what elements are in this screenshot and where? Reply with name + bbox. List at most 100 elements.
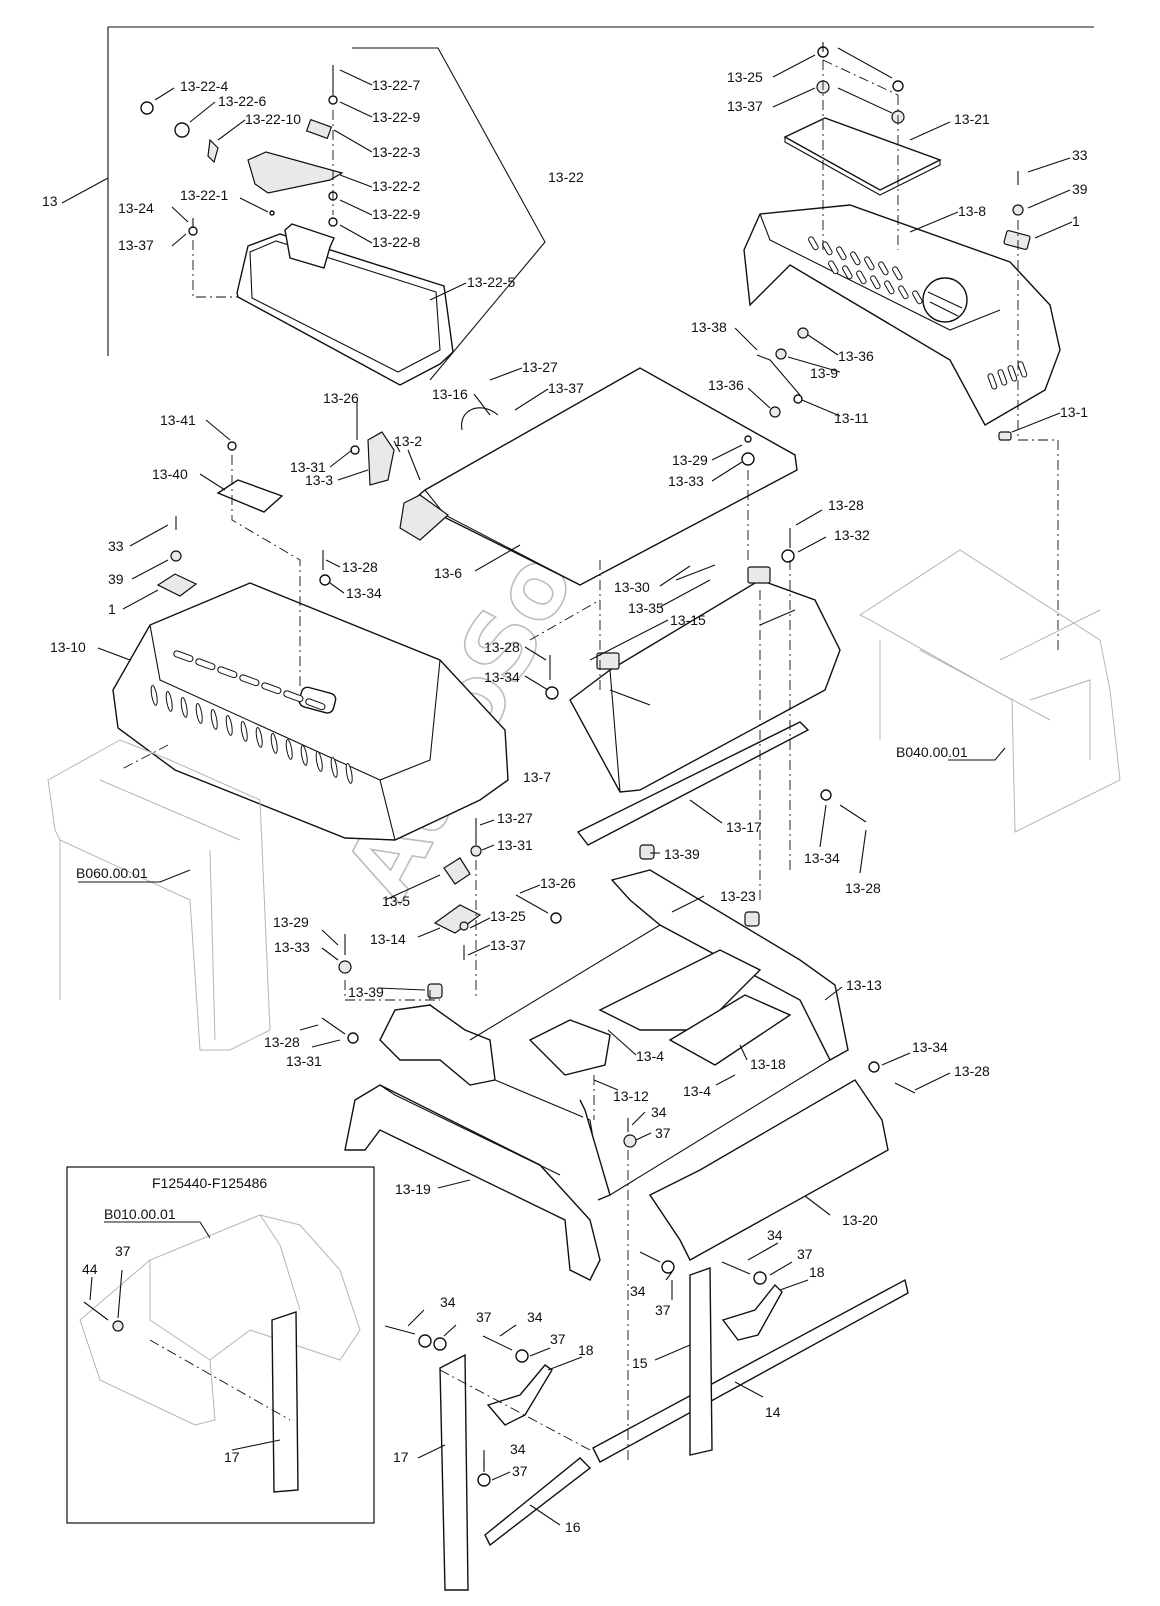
assembly-centerlines (119, 59, 1059, 1460)
vent-slot (240, 721, 248, 742)
callout-44: 44 (82, 1261, 98, 1277)
callout-13-37-a: 13-37 (118, 237, 154, 253)
callout-13-17: 13-17 (726, 819, 762, 835)
callout-13-22-7: 13-22-7 (372, 77, 420, 93)
callout-13-22-8: 13-22-8 (372, 234, 420, 250)
callout-13-24: 13-24 (118, 200, 154, 216)
callout-13-27-a: 13-27 (522, 359, 558, 375)
callout-37-b: 37 (115, 1243, 131, 1259)
part-13-17-bracket (576, 721, 810, 846)
callout-13-22-2: 13-22-2 (372, 178, 420, 194)
callout-13-21: 13-21 (954, 111, 990, 127)
parts-13-5-13-14 (319, 528, 916, 1148)
callout-labels: 13 13-22 13-22-1 13-22-2 13-22-3 13-22-4… (42, 69, 1088, 1535)
callout-13-11: 13-11 (834, 410, 869, 426)
callout-13: 13 (42, 193, 58, 209)
vent-slot (165, 691, 173, 712)
callout-13-10: 13-10 (50, 639, 86, 655)
callout-13-22-10: 13-22-10 (245, 111, 301, 127)
callout-13-4-a: 13-4 (636, 1048, 664, 1064)
callout-37-a: 37 (655, 1125, 671, 1141)
callout-34-e: 34 (527, 1309, 543, 1325)
vent-slot (997, 369, 1008, 386)
part-13-13-frame (379, 869, 849, 1201)
inset-box (66, 1166, 375, 1524)
callout-13-39-b: 13-39 (348, 984, 384, 1000)
callout-13-30: 13-30 (614, 579, 650, 595)
callout-13-31-b: 13-31 (497, 837, 533, 853)
frame-label-b060: B060.00.01 (76, 865, 148, 881)
callout-13-28-a: 13-28 (828, 497, 864, 513)
callout-13-33-a: 13-33 (668, 473, 704, 489)
vent-slot (808, 236, 819, 251)
vent-slot (255, 727, 263, 748)
callout-13-34-b: 13-34 (484, 669, 520, 685)
vent-slot (1017, 361, 1028, 378)
vent-slot (898, 285, 909, 300)
ghost-frame-b040 (858, 549, 1121, 833)
group-13-bracket (107, 26, 1094, 381)
callout-13-15: 13-15 (670, 612, 706, 628)
callout-13-28-d: 13-28 (845, 880, 881, 896)
part-13-21-plate (783, 42, 942, 196)
callout-13-22-4: 13-22-4 (180, 78, 228, 94)
callout-13-22: 13-22 (548, 169, 584, 185)
callout-13-36-a: 13-36 (838, 348, 874, 364)
callout-13-34-a: 13-34 (346, 585, 382, 601)
frame-label-b010: B010.00.01 (104, 1206, 176, 1222)
callout-13-20: 13-20 (842, 1212, 878, 1228)
vent-slot (828, 260, 839, 275)
part-13-8-right-cover (743, 204, 1061, 441)
callout-34-f: 34 (510, 1441, 526, 1457)
callout-13-32: 13-32 (834, 527, 870, 543)
vent-slot (173, 650, 194, 663)
vent-slot (300, 745, 308, 766)
callout-13-38: 13-38 (691, 319, 727, 335)
callout-17: 17 (393, 1449, 409, 1465)
callout-13-26-a: 13-26 (323, 390, 359, 406)
callout-13-27-b: 13-27 (497, 810, 533, 826)
callout-13-12: 13-12 (613, 1088, 649, 1104)
part-13-40-plate (216, 441, 284, 513)
callout-13-13: 13-13 (846, 977, 882, 993)
vent-slot (315, 751, 323, 772)
callout-13-18: 13-18 (750, 1056, 786, 1072)
inset-title: F125440-F125486 (152, 1175, 267, 1191)
callout-13-4-b: 13-4 (683, 1083, 711, 1099)
callout-1-b: 1 (108, 601, 116, 617)
vent-slot (283, 690, 304, 703)
vent-slot (180, 697, 188, 718)
vent-slot (270, 733, 278, 754)
callout-13-34-d: 13-34 (912, 1039, 948, 1055)
callout-13-37-d: 13-37 (490, 937, 526, 953)
callout-34-a: 34 (651, 1104, 667, 1120)
vent-slot (856, 270, 867, 285)
vent-slot (836, 246, 847, 261)
vent-slot (1007, 365, 1018, 382)
vent-slot (864, 256, 875, 271)
vent-slot (870, 275, 881, 290)
vent-slot (195, 703, 203, 724)
callout-13-16: 13-16 (432, 386, 468, 402)
lower-brackets (384, 1251, 909, 1591)
part-13-22-hood-assembly (140, 65, 454, 386)
callout-13-36-b: 13-36 (708, 377, 744, 393)
callout-39-b: 39 (108, 571, 124, 587)
callout-13-28-b: 13-28 (342, 559, 378, 575)
leader-lines (61, 47, 1073, 1526)
callout-37-f: 37 (550, 1331, 566, 1347)
vent-slot (150, 685, 158, 706)
callout-34-c: 34 (630, 1283, 646, 1299)
vent-slot (912, 290, 923, 305)
callout-37-c: 37 (797, 1246, 813, 1262)
callout-33-b: 33 (108, 538, 124, 554)
vent-slot (345, 763, 353, 784)
callout-13-25-a: 13-25 (727, 69, 763, 85)
callout-13-28-f: 13-28 (954, 1063, 990, 1079)
callout-13-7: 13-7 (523, 769, 551, 785)
vent-slot (842, 265, 853, 280)
callout-13-22-6: 13-22-6 (218, 93, 266, 109)
callout-13-37-c: 13-37 (548, 380, 584, 396)
vent-slot (225, 715, 233, 736)
